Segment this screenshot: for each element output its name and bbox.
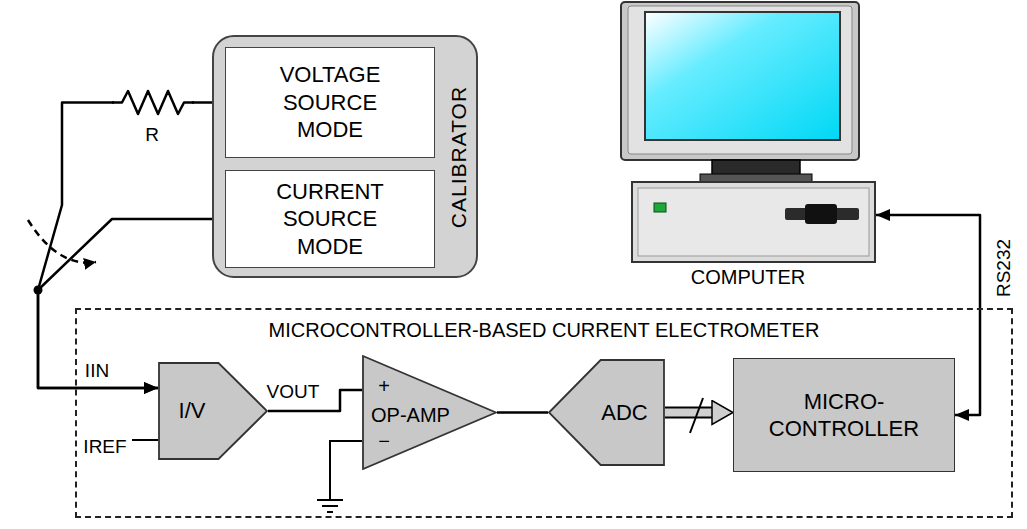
iref-wire	[132, 439, 158, 441]
mode-box: CURRENT SOURCE MODE	[225, 170, 435, 268]
adc-block: ADC	[548, 359, 665, 466]
node-text: MICROCONTROLLER-BASED CURRENT ELECTROMET…	[77, 318, 1011, 343]
signal-name: IREF	[83, 437, 126, 458]
wire-path	[497, 411, 548, 414]
signal-name: RS232	[994, 237, 1015, 299]
node-text: VOLTAGE SOURCE MODE	[250, 61, 410, 144]
block-outline	[549, 360, 664, 465]
converter-block: I/V	[158, 362, 268, 460]
resistor-symbol	[112, 91, 194, 114]
wire	[38, 103, 225, 389]
block-outline	[363, 356, 496, 469]
block-outline	[158, 362, 268, 460]
wire	[497, 412, 548, 413]
opamp-triangle: OP-AMP	[362, 355, 497, 470]
node-text: MICRO- CONTROLLER	[749, 388, 939, 443]
block-outline	[159, 363, 267, 459]
data-bus	[665, 412, 715, 413]
mode-box: VOLTAGE SOURCE MODE	[225, 47, 435, 158]
node-text: ADC	[601, 399, 647, 427]
node-text: I/V	[179, 397, 206, 425]
bus-outline	[665, 407, 715, 419]
signal-name: IIN	[85, 361, 109, 382]
pin-sign: +	[378, 375, 390, 397]
node-text: COMPUTER	[620, 265, 876, 290]
ground-wire	[330, 441, 362, 500]
signal-name: VOUT	[265, 382, 322, 403]
switch-indicator	[28, 220, 96, 263]
wire-path	[38, 103, 225, 389]
computer: COMPUTER	[620, 0, 876, 292]
instrument-boundary: I/V OP-AMP ADC MICRO- CONTROLLER MICROCONTRO…	[75, 308, 1013, 518]
node-text: CURRENT SOURCE MODE	[250, 178, 410, 261]
ground-symbol	[317, 500, 343, 512]
switch-pivot	[34, 286, 43, 295]
node-text: CALIBRATOR	[446, 86, 472, 228]
node-text: OP-AMP	[371, 403, 450, 428]
processor-box: MICRO- CONTROLLER	[733, 358, 955, 472]
pin-sign: −	[378, 430, 390, 452]
instrument-housing: VOLTAGE SOURCE MODE CURRENT SOURCE MODE CA…	[212, 35, 478, 278]
bus-slash	[690, 398, 703, 433]
resistor-label: R	[145, 125, 159, 146]
bus-body	[665, 409, 715, 417]
computer-illustration	[621, 2, 875, 262]
